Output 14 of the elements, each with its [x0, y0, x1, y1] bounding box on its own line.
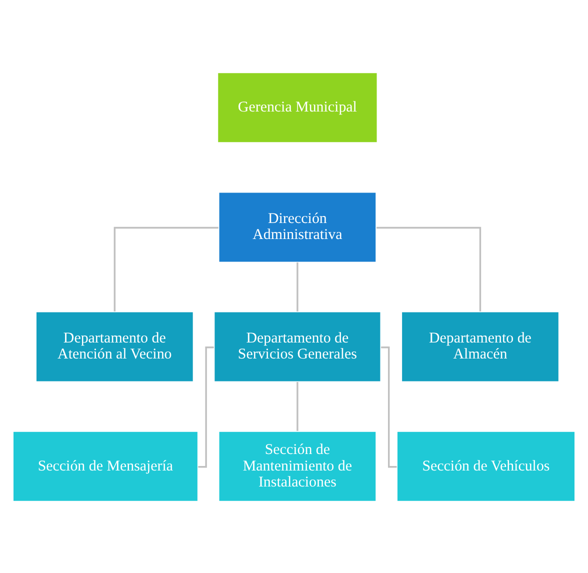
node-box: Gerencia Municipal — [216, 72, 378, 143]
connector — [296, 262, 298, 311]
connector — [381, 346, 397, 468]
node-box: Sección de Vehículos — [396, 430, 576, 502]
connector — [296, 382, 298, 430]
node-box: Sección de Mantenimiento de Instalaciones — [218, 430, 377, 502]
node-box: Departamento de Almacén — [400, 310, 560, 382]
node-box: Departamento de Atención al Vecino — [35, 310, 194, 382]
node-box: Departamento de Servicios Generales — [214, 310, 382, 382]
connector — [376, 226, 482, 311]
connector — [114, 226, 218, 311]
node-box: Sección de Mensajería — [12, 430, 199, 502]
connector — [198, 346, 214, 468]
node-box: Dirección Administrativa — [218, 191, 377, 262]
